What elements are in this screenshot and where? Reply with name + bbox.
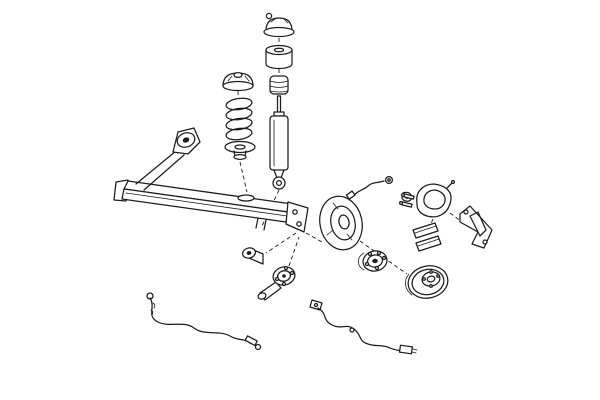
spring-seat <box>224 140 256 161</box>
rear-axle-beam <box>113 127 309 233</box>
wheel-hub <box>357 250 388 272</box>
coil-spring <box>225 97 253 141</box>
parking-brake-cable <box>146 292 262 351</box>
caliper-guide-pins <box>398 192 415 208</box>
brake-backing-plate <box>319 195 363 251</box>
abs-sensor-cable <box>309 299 418 355</box>
spring-cap <box>222 71 254 92</box>
brake-disc <box>405 265 449 299</box>
dust-cap <box>263 12 295 38</box>
brake-pads <box>412 222 442 252</box>
brake-caliper <box>416 179 456 218</box>
strut-mount <box>265 44 293 70</box>
shock-absorber <box>269 95 289 190</box>
bump-stop <box>269 75 289 95</box>
trailing-arm-bushing <box>241 247 264 265</box>
brake-hose <box>345 175 394 200</box>
stub-axle <box>257 265 296 301</box>
caliper-bracket <box>459 205 493 249</box>
